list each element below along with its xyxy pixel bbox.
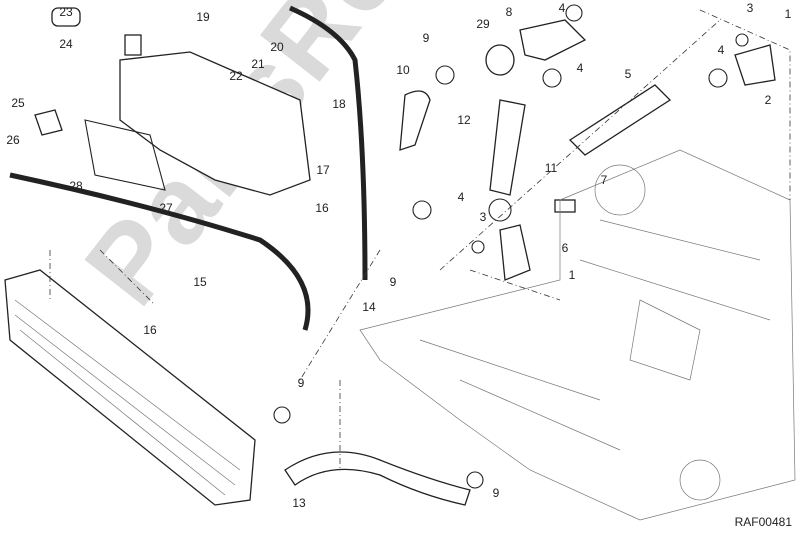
callout-label: 16: [143, 323, 157, 337]
callout-label: 7: [600, 173, 608, 187]
callout-label: 2: [764, 93, 772, 107]
callout-label: 13: [292, 496, 306, 510]
tank-cap: [51, 7, 81, 27]
callout-label: 17: [316, 163, 330, 177]
callout-label: 11: [544, 161, 558, 175]
callout-label: 21: [251, 57, 265, 71]
radiator: [4, 269, 256, 506]
tank-neck: [124, 34, 142, 56]
callout-label: 6: [561, 241, 569, 255]
reference-lines: [49, 9, 791, 470]
thermostat-8: [519, 19, 587, 61]
callout-label: 18: [332, 97, 346, 111]
callout-label: 16: [315, 201, 329, 215]
callout-label: 5: [624, 67, 632, 81]
callout-label: 24: [59, 37, 73, 51]
hose-15: [9, 172, 311, 331]
callout-label: 3: [479, 210, 487, 224]
callout-label: 4: [457, 190, 465, 204]
callout-label: 14: [362, 300, 376, 314]
hose-13: [284, 451, 471, 506]
sensor-7: [554, 199, 576, 213]
callout-label: 26: [6, 133, 20, 147]
callout-label: 4: [717, 43, 725, 57]
callout-label: 9: [297, 376, 305, 390]
callout-label: 3: [746, 1, 754, 15]
callout-label: 19: [196, 10, 210, 24]
hose-10: [399, 90, 431, 151]
engine-block: [359, 149, 796, 521]
callout-label: 15: [193, 275, 207, 289]
callout-label: 4: [558, 1, 566, 15]
seal-29: [485, 44, 515, 76]
callout-label: 9: [492, 486, 500, 500]
callout-label: 22: [229, 69, 243, 83]
radiator-fins: [14, 299, 241, 496]
callout-label: 4: [576, 61, 584, 75]
pipe-5: [568, 84, 672, 156]
fitting-6: [499, 224, 531, 281]
callout-label: 23: [59, 5, 73, 19]
tank-bracket: [84, 119, 166, 191]
callout-label: 1: [568, 268, 576, 282]
expansion-tank: [119, 51, 311, 196]
callout-label: 8: [505, 5, 513, 19]
hose-18: [288, 5, 368, 281]
callout-label: 12: [457, 113, 471, 127]
callout-label: 9: [422, 31, 430, 45]
callout-label: 29: [476, 17, 490, 31]
drawing-code: RAF00481: [734, 515, 792, 529]
callout-label: 1: [784, 7, 792, 21]
sensor-25: [34, 109, 63, 136]
callout-label: 10: [396, 63, 410, 77]
hose-clamps: [273, 4, 749, 489]
callout-label: 25: [11, 96, 25, 110]
callout-label: 28: [69, 179, 83, 193]
callout-label: 9: [389, 275, 397, 289]
pipe-11: [489, 99, 526, 196]
callout-label: 27: [159, 201, 173, 215]
callout-label: 20: [270, 40, 284, 54]
fitting-2: [734, 44, 776, 86]
